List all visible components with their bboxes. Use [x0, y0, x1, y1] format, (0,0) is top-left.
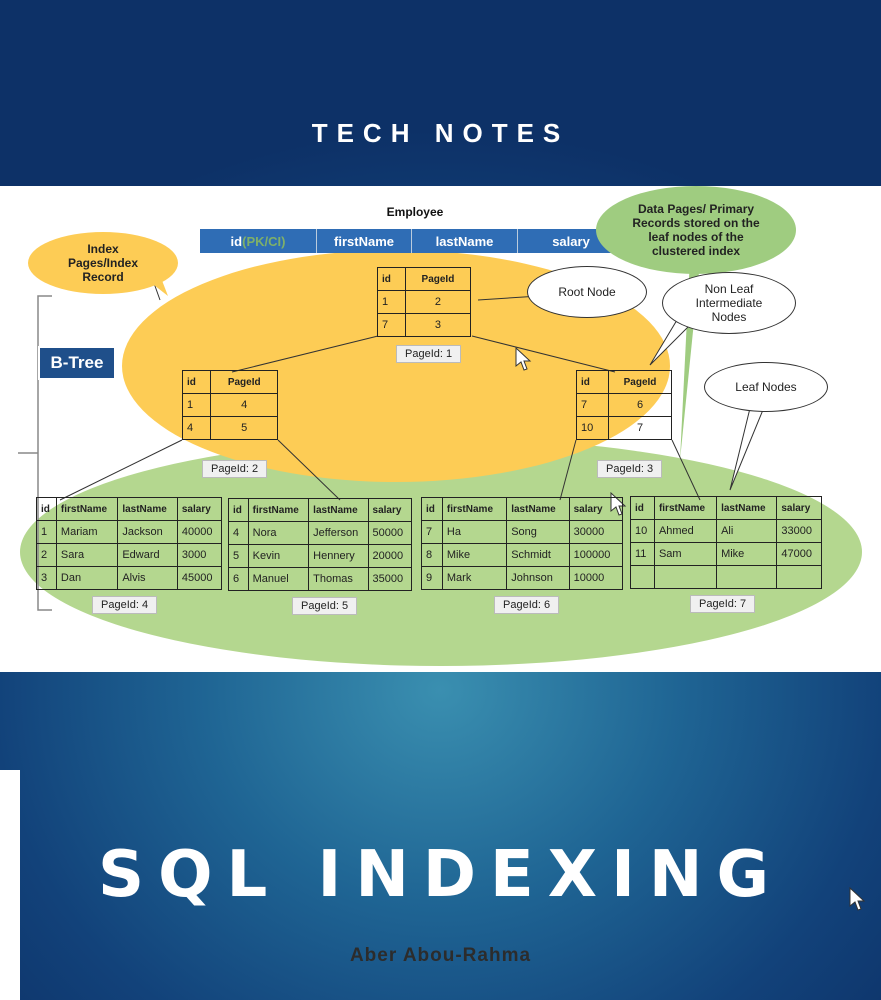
table-header: lastName: [117, 497, 178, 521]
table-header: id: [575, 370, 610, 394]
table-header: id: [377, 267, 406, 291]
table-header: firstName: [55, 497, 119, 521]
table-header: firstName: [653, 496, 718, 520]
callout-leaf-nodes: Leaf Nodes: [704, 362, 828, 412]
page-label-leaf: PageId: 4: [92, 596, 158, 614]
left-strip: [0, 770, 20, 1000]
table-header: PageId: [608, 370, 672, 394]
series-title: TECH NOTES: [311, 118, 570, 148]
table-header: id: [181, 370, 212, 394]
page-label-leaf: PageId: 5: [292, 597, 358, 615]
table-header: salary: [176, 497, 223, 521]
table-header: firstName: [441, 497, 508, 521]
table-header: salary: [367, 498, 413, 522]
page-label-intermediate: PageId: 3: [597, 460, 663, 478]
page-label-intermediate: PageId: 2: [202, 460, 268, 478]
book-title: SQL INDEXING: [97, 838, 784, 912]
callout-index-pages: Index Pages/Index Record: [28, 232, 178, 294]
table-header: PageId: [404, 267, 472, 291]
table-header: salary: [776, 496, 822, 520]
table-header: id: [36, 497, 57, 521]
author-name: Aber Abou-Rahma: [349, 945, 532, 966]
column-firstname: firstName: [317, 229, 412, 253]
table-name-label: Employee: [386, 205, 444, 219]
callout-non-leaf: Non Leaf Intermediate Nodes: [662, 272, 796, 334]
callout-data-pages: Data Pages/ Primary Records stored on th…: [596, 186, 796, 274]
page-label-leaf: PageId: 7: [690, 595, 756, 613]
column-lastname: lastName: [412, 229, 518, 253]
table-header: PageId: [210, 370, 278, 394]
table-header: lastName: [506, 497, 570, 521]
column-id: id (PK/CI): [200, 229, 317, 253]
table-header: lastName: [308, 498, 369, 522]
table-row: [630, 565, 822, 589]
table-header: id: [630, 496, 655, 520]
page-label-root: PageId: 1: [396, 345, 462, 363]
page-label-leaf: PageId: 6: [494, 596, 560, 614]
table-header: salary: [568, 497, 624, 521]
table-header: firstName: [247, 498, 310, 522]
table-header: id: [228, 498, 249, 522]
btree-label: B-Tree: [38, 346, 116, 380]
callout-root-node: Root Node: [527, 266, 647, 318]
table-header: lastName: [716, 496, 778, 520]
employee-columns: id (PK/CI) firstName lastName salary: [200, 229, 624, 253]
pk-ci-annotation: (PK/CI): [242, 233, 286, 249]
table-header: id: [421, 497, 443, 521]
